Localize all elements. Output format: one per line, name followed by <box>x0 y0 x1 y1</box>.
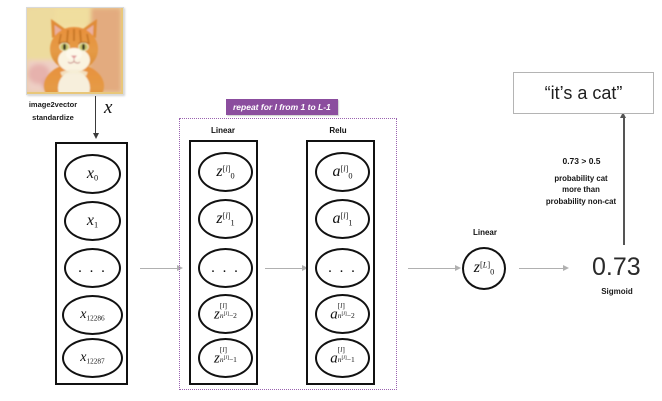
preprocess-label-line2: standardize <box>32 113 74 122</box>
input-arrow-down <box>92 96 99 139</box>
node-zn-minus-1-l[interactable]: z[l]n[l]−1 <box>198 338 253 378</box>
decision-headline: 0.73 > 0.5 <box>562 156 601 166</box>
sigmoid-label: Sigmoid <box>601 287 633 296</box>
node-x12287[interactable]: x12287 <box>62 338 123 378</box>
node-an-minus-2-l[interactable]: a[l]n[l]−2 <box>315 294 370 334</box>
node-zn-minus-2-l[interactable]: z[l]n[l]−2 <box>198 294 253 334</box>
output-linear-caption: Linear <box>472 228 497 237</box>
input-ellipsis-text: . . . <box>78 259 107 276</box>
node-a1-l[interactable]: a[l]1 <box>315 199 370 239</box>
node-relu-ellipsis: . . . <box>315 248 370 288</box>
repeat-banner: repeat for l from 1 to L-1 <box>226 99 338 115</box>
preprocess-label-line1: image2vector <box>28 100 78 109</box>
node-input-ellipsis: . . . <box>64 248 121 288</box>
verdict-box: “it’s a cat” <box>513 72 654 114</box>
cat-photo <box>26 7 124 95</box>
node-x1[interactable]: x1 <box>64 201 121 241</box>
output-value: 0.73 <box>592 253 641 281</box>
verdict-text: “it’s a cat” <box>544 82 623 103</box>
cat-photo-image <box>27 8 121 92</box>
node-x0[interactable]: x0 <box>64 154 121 194</box>
decision-body: probability cat more than probability no… <box>545 174 617 206</box>
node-z0-L[interactable]: z[L]0 <box>462 247 506 290</box>
linear-ellipsis-text: . . . <box>211 259 240 276</box>
arrow-to-verdict <box>620 112 626 245</box>
arrow-input-to-linear <box>140 265 183 272</box>
arrow-linear-to-sigmoid <box>519 265 569 272</box>
hidden-linear-caption: Linear <box>210 126 235 135</box>
node-a0-l[interactable]: a[l]0 <box>315 152 370 192</box>
hidden-relu-box: a[l]0 a[l]1 . . . a[l]n[l]−2 a[l]n[l]−1 <box>306 140 375 385</box>
arrow-linear-to-relu <box>265 265 308 272</box>
arrow-relu-to-output-linear <box>408 265 461 272</box>
input-vector-symbol: x <box>104 97 113 118</box>
input-layer-box: x0 x1 . . . x12286 x12287 <box>55 142 128 385</box>
node-z0-l[interactable]: z[l]0 <box>198 152 253 192</box>
node-an-minus-1-l[interactable]: a[l]n[l]−1 <box>315 338 370 378</box>
node-linear-ellipsis: . . . <box>198 248 253 288</box>
relu-ellipsis-text: . . . <box>328 259 357 276</box>
repeat-block-border <box>179 118 397 390</box>
node-x12286[interactable]: x12286 <box>62 295 123 335</box>
hidden-linear-box: z[l]0 z[l]1 . . . z[l]n[l]−2 z[l]n[l]−1 <box>189 140 258 385</box>
hidden-relu-caption: Relu <box>329 126 347 135</box>
node-z1-l[interactable]: z[l]1 <box>198 199 253 239</box>
